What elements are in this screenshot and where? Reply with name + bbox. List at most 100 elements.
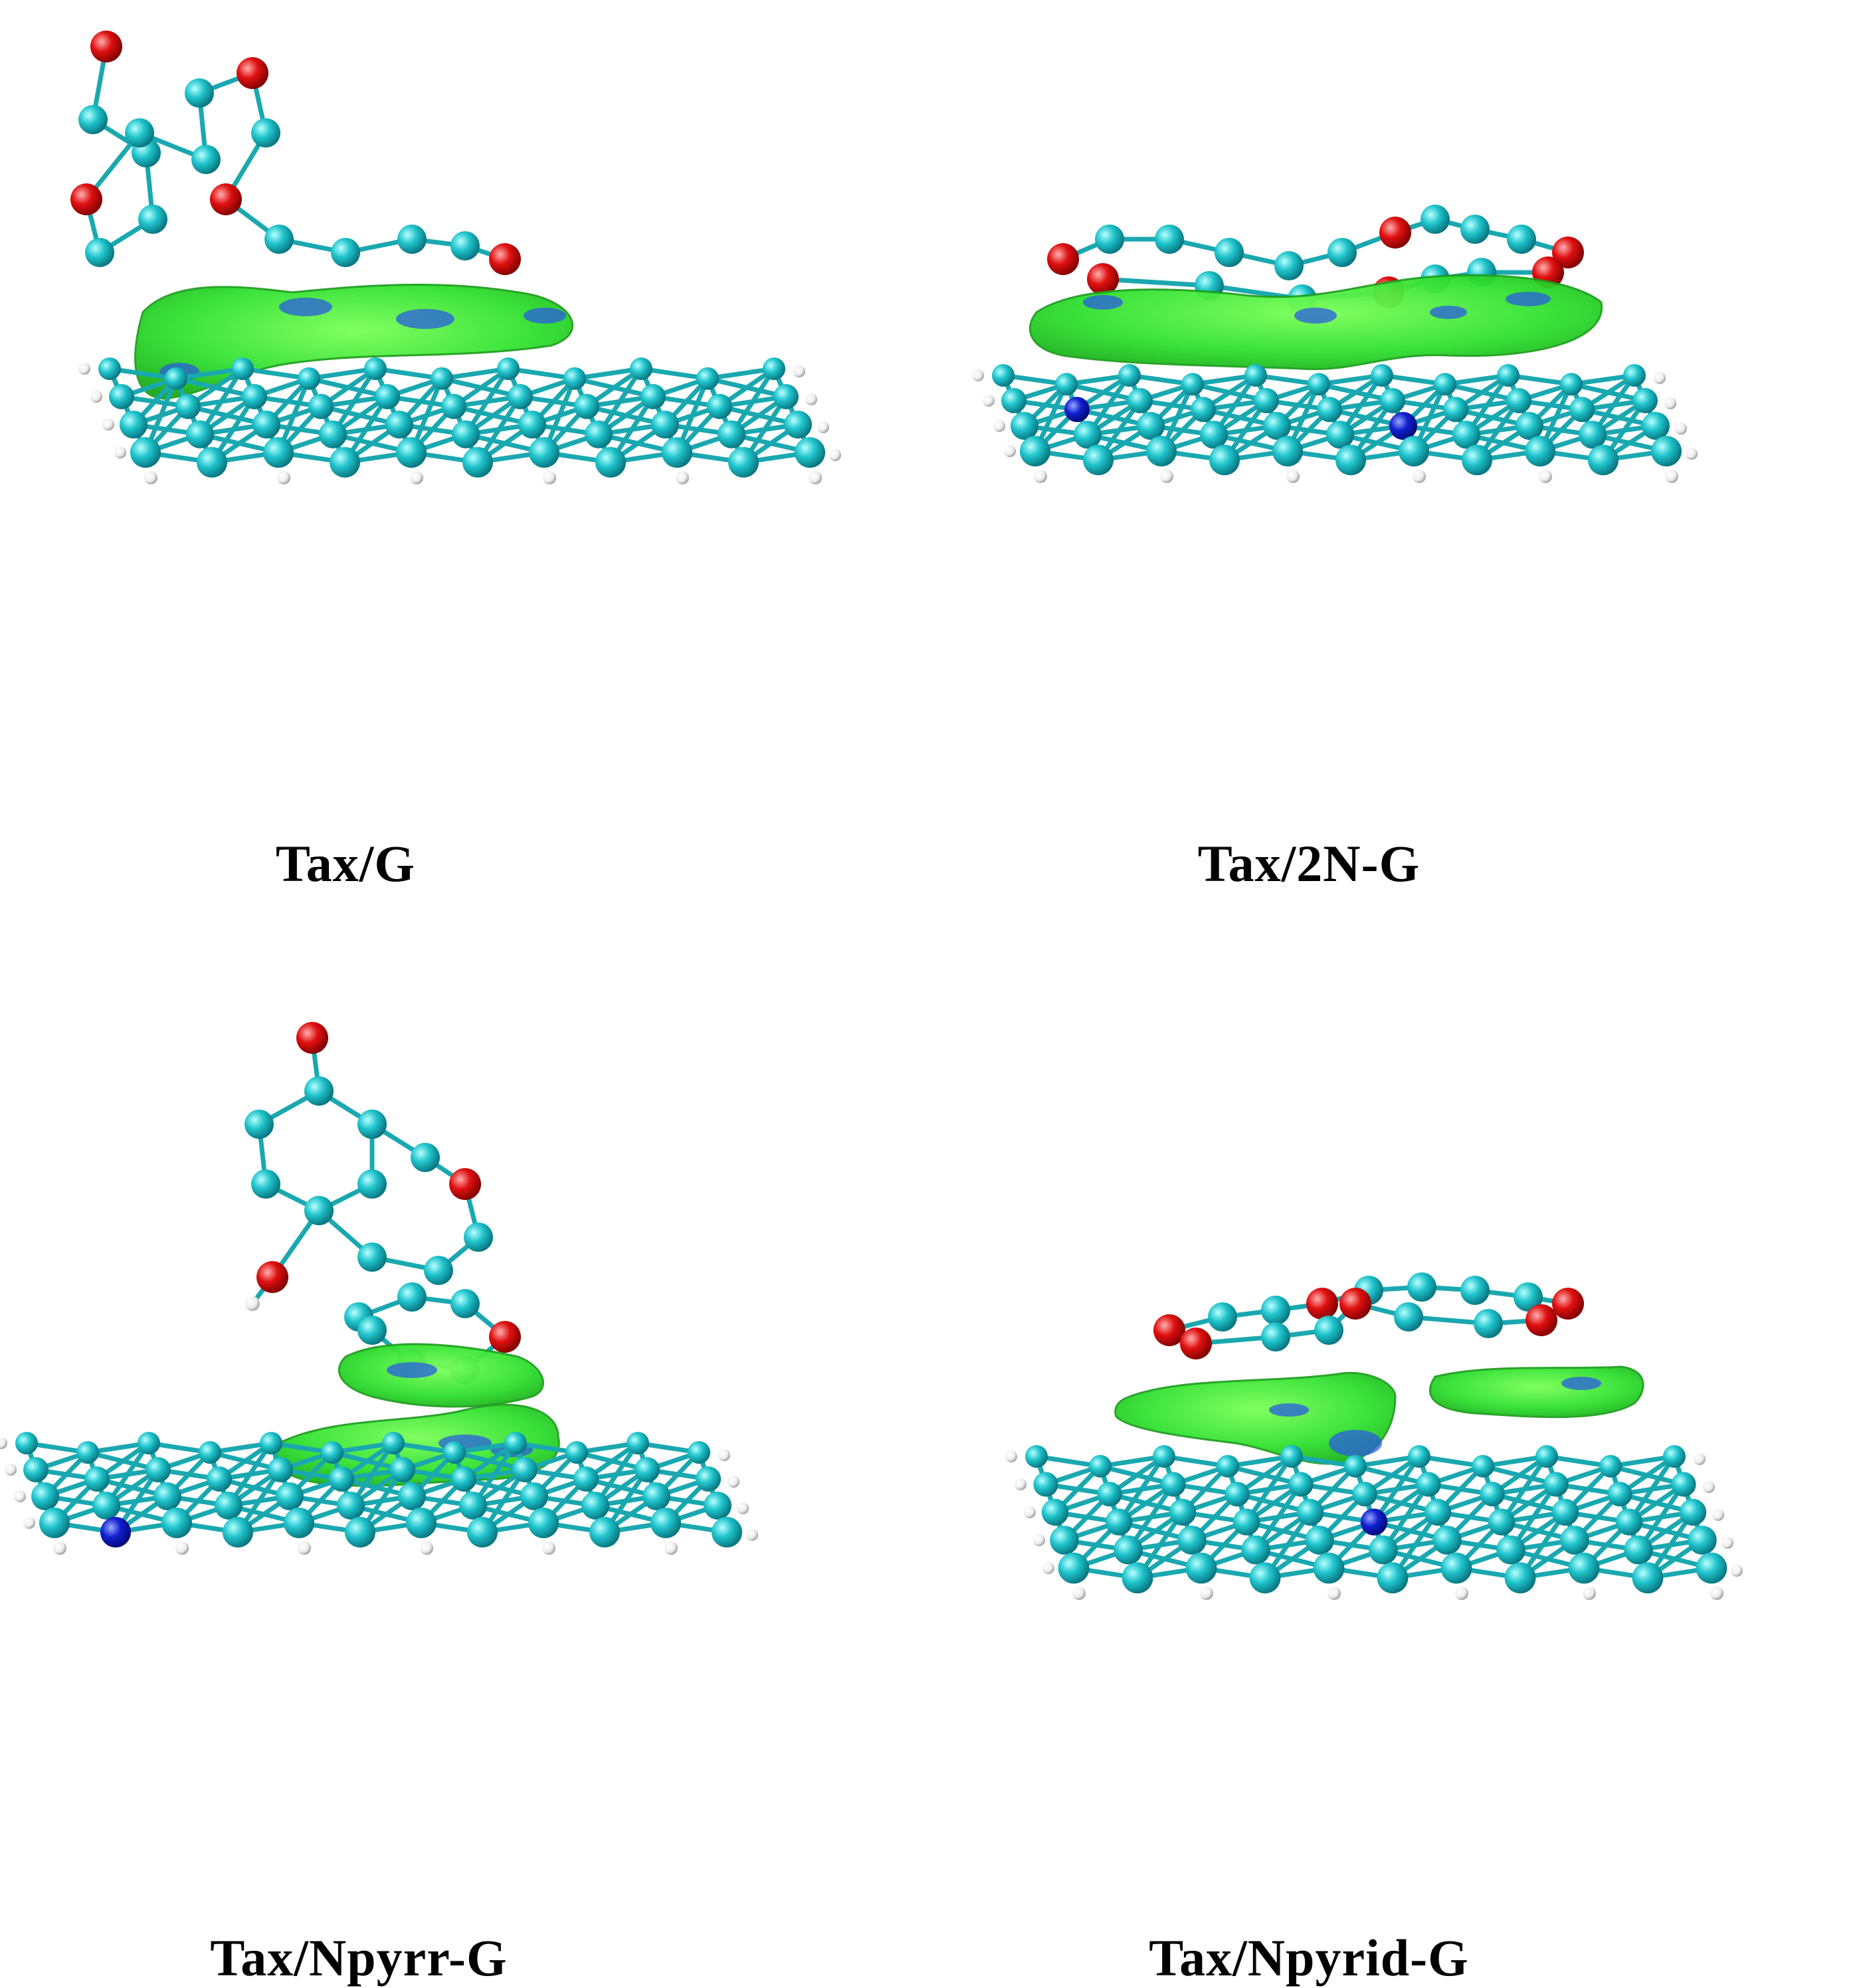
carbon-atom xyxy=(1161,1472,1186,1497)
carbon-atom xyxy=(1443,397,1468,423)
carbon-atom xyxy=(109,384,134,409)
carbon-atom xyxy=(1420,205,1450,234)
carbon-atom xyxy=(512,1457,538,1482)
carbon-atom xyxy=(130,437,161,468)
hydrogen-atom xyxy=(23,1517,35,1529)
carbon-atom xyxy=(1460,1276,1490,1305)
carbon-atom xyxy=(1177,1526,1207,1555)
carbon-atom xyxy=(1599,1454,1622,1478)
carbon-atom xyxy=(1642,412,1670,440)
carbon-atom xyxy=(1105,1508,1133,1536)
carbon-atom xyxy=(1317,397,1342,423)
carbon-atom xyxy=(1127,388,1153,413)
hydrogen-atom xyxy=(102,419,114,431)
graphene-sheet xyxy=(0,1432,758,1555)
carbon-atom xyxy=(1244,364,1267,387)
hydrogen-atom xyxy=(829,449,841,461)
carbon-atom xyxy=(451,1466,476,1492)
carbon-atom xyxy=(1371,364,1393,387)
oxygen-atom xyxy=(237,57,268,89)
carbon-atom xyxy=(260,1432,282,1454)
carbon-atom xyxy=(138,205,167,234)
carbon-atom xyxy=(650,1508,681,1538)
nitrogen-atom xyxy=(1360,1508,1388,1536)
carbon-atom xyxy=(795,437,825,468)
carbon-atom xyxy=(1185,1552,1217,1584)
carbon-atom xyxy=(223,1517,253,1547)
oxygen-atom xyxy=(1047,243,1079,275)
oxygen-atom xyxy=(256,1261,288,1293)
carbon-atom xyxy=(712,1517,742,1547)
carbon-atom xyxy=(1001,388,1027,413)
carbon-atom xyxy=(635,1457,660,1482)
carbon-atom xyxy=(1472,1454,1494,1478)
carbon-atom xyxy=(464,1223,493,1252)
carbon-atom xyxy=(1496,1535,1525,1565)
carbon-atom xyxy=(1480,1482,1505,1507)
carbon-atom xyxy=(574,393,599,419)
carbon-atom xyxy=(396,437,427,468)
carbon-atom xyxy=(696,1466,721,1492)
carbon-atom xyxy=(763,357,785,380)
carbon-atom xyxy=(1058,1552,1090,1584)
carbon-atom xyxy=(589,1517,620,1547)
carbon-atom xyxy=(207,1466,232,1492)
oxygen-atom xyxy=(70,183,102,215)
hydrogen-atom xyxy=(718,1449,730,1461)
hydrogen-atom xyxy=(737,1502,749,1514)
hydrogen-atom xyxy=(1539,470,1552,483)
carbon-atom xyxy=(398,1482,426,1510)
carbon-atom xyxy=(1155,225,1184,254)
isosurface-blue-region xyxy=(524,308,566,324)
hydrogen-atom xyxy=(983,395,995,407)
carbon-atom xyxy=(1407,1272,1436,1302)
carbon-atom xyxy=(441,393,466,419)
taxifolin-molecule xyxy=(1047,205,1584,280)
carbon-atom xyxy=(268,1457,293,1482)
isosurface-blue-region xyxy=(1269,1403,1309,1417)
carbon-atom xyxy=(199,1441,221,1464)
carbon-atom xyxy=(76,1441,99,1464)
graphene-sheet xyxy=(972,364,1698,483)
carbon-atom xyxy=(1050,1526,1079,1555)
carbon-atom xyxy=(1560,1526,1589,1555)
carbon-atom xyxy=(185,78,214,108)
carbon-atom xyxy=(1440,1552,1472,1584)
panel-caption: Tax/Npyrid-G xyxy=(1149,1929,1469,1987)
panel-tax-g: Tax/G xyxy=(0,0,930,984)
hydrogen-atom xyxy=(542,1541,555,1555)
isosurface-blue-region xyxy=(1561,1377,1601,1390)
carbon-atom xyxy=(1326,421,1354,449)
carbon-atom xyxy=(688,1441,710,1464)
carbon-atom xyxy=(1416,1472,1441,1497)
carbon-atom xyxy=(1543,1472,1569,1497)
carbon-atom xyxy=(1020,436,1050,466)
carbon-atom xyxy=(138,1432,160,1454)
carbon-atom xyxy=(375,384,400,409)
carbon-atom xyxy=(284,1508,314,1538)
carbon-atom xyxy=(1305,1526,1334,1555)
carbon-atom xyxy=(329,1466,354,1492)
hydrogen-atom xyxy=(1004,445,1016,457)
carbon-atom xyxy=(773,384,799,409)
carbon-atom xyxy=(1525,436,1555,466)
carbon-atom xyxy=(459,1492,487,1520)
carbon-atom xyxy=(1651,436,1682,466)
carbon-atom xyxy=(1011,412,1038,440)
oxygen-atom xyxy=(1087,263,1119,295)
oxygen-atom xyxy=(449,1168,481,1200)
oxygen-atom xyxy=(1180,1328,1212,1359)
carbon-atom xyxy=(1569,397,1595,423)
carbon-atom xyxy=(508,384,533,409)
hydrogen-atom xyxy=(676,471,689,484)
carbon-atom xyxy=(357,1242,387,1272)
carbon-atom xyxy=(1095,225,1124,254)
nitrogen-atom xyxy=(1064,397,1090,423)
carbon-atom xyxy=(1679,1498,1707,1526)
isosurface-blue-region xyxy=(279,298,332,316)
oxygen-atom xyxy=(1339,1288,1371,1320)
hydrogen-atom xyxy=(805,393,817,405)
hydrogen-atom xyxy=(14,1490,26,1502)
carbon-atom xyxy=(397,225,427,254)
taxifolin-molecule xyxy=(245,1022,493,1311)
